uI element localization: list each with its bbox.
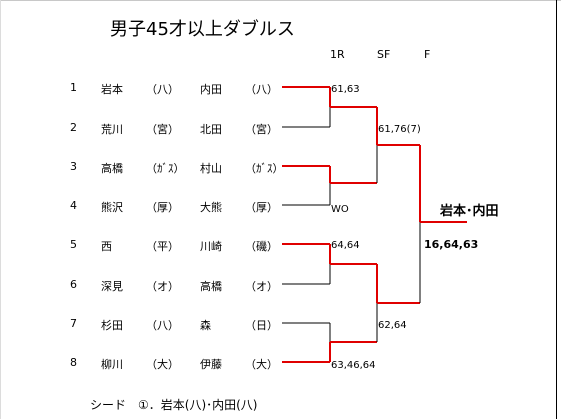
entry-player2-name: 北田 — [200, 123, 222, 136]
score-r1-m3: 64,64 — [331, 240, 360, 251]
entry-player2-name: 高橋 — [200, 280, 222, 293]
frame-left-border — [0, 0, 1, 419]
champion-name: 岩本･内田 — [440, 204, 499, 219]
entry-player1-name: 熊沢 — [101, 201, 123, 214]
entry-player1-name: 岩本 — [101, 83, 123, 96]
entry-player1-club: （八） — [146, 83, 179, 96]
entry-player2-club: （オ） — [245, 280, 278, 293]
score-sf-m1: 61,76(7) — [378, 124, 421, 135]
entry-player2-name: 大熊 — [200, 201, 222, 214]
entry-player1-club: （大） — [146, 358, 179, 371]
entry-player1-club: （オ） — [146, 280, 179, 293]
entry-player2-club: （磯） — [245, 240, 278, 253]
entry-seed-number: 1 — [70, 81, 77, 94]
entry-player2-name: 森 — [200, 319, 211, 332]
frame-top-border — [0, 0, 561, 1]
entry-player1-name: 杉田 — [101, 319, 123, 332]
entry-player1-club: （八） — [146, 319, 179, 332]
entry-player1-name: 深見 — [101, 280, 123, 293]
entry-player2-name: 村山 — [200, 162, 222, 175]
entry-player2-name: 内田 — [200, 83, 222, 96]
entry-player2-club: （宮） — [245, 123, 278, 136]
entry-player2-name: 伊藤 — [200, 358, 222, 371]
entry-player2-club: （大） — [245, 358, 278, 371]
entry-player1-name: 荒川 — [101, 123, 123, 136]
round-header-sf: SF — [377, 48, 391, 61]
final-score: 16,64,63 — [424, 238, 479, 251]
page-title: 男子45才以上ダブルス — [110, 19, 295, 40]
seed-note: シード ①．岩本(八)･内田(八) — [90, 398, 258, 412]
entry-player2-club: （ｶﾞｽ） — [245, 162, 284, 175]
frame-right-border — [556, 0, 557, 419]
score-r1-m2: WO — [331, 204, 349, 215]
score-r1-m4: 63,46,64 — [331, 360, 376, 371]
entry-player2-name: 川崎 — [200, 240, 222, 253]
entry-seed-number: 4 — [70, 199, 77, 212]
entry-player1-club: （平） — [146, 240, 179, 253]
entry-seed-number: 2 — [70, 121, 77, 134]
entry-player2-club: （厚） — [245, 201, 278, 214]
round-header-1r: 1R — [330, 48, 345, 61]
round-header-f: F — [424, 48, 431, 61]
entry-player1-name: 柳川 — [101, 358, 123, 371]
score-sf-m2: 62,64 — [378, 320, 407, 331]
entry-player2-club: （日） — [245, 319, 278, 332]
entry-player1-club: （厚） — [146, 201, 179, 214]
entry-player1-name: 高橋 — [101, 162, 123, 175]
entry-player1-club: （ｶﾞｽ） — [146, 162, 185, 175]
entry-player1-club: （宮） — [146, 123, 179, 136]
score-r1-m1: 61,63 — [331, 84, 360, 95]
entry-player1-name: 西 — [101, 240, 112, 253]
entry-seed-number: 6 — [70, 278, 77, 291]
entry-seed-number: 3 — [70, 160, 77, 173]
entry-player2-club: （八） — [245, 83, 278, 96]
entry-seed-number: 5 — [70, 238, 77, 251]
entry-seed-number: 7 — [70, 317, 77, 330]
entry-seed-number: 8 — [70, 356, 77, 369]
